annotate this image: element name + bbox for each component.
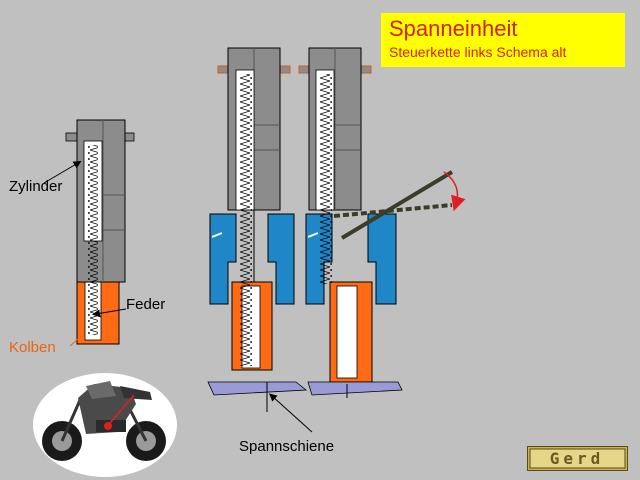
feder-leader — [92, 308, 127, 318]
tensioner-a-spring — [240, 74, 252, 366]
small-tensioner — [65, 119, 135, 345]
zylinder-leader — [43, 160, 82, 184]
tensioner-a-housing-right — [267, 213, 295, 305]
label-feder: Feder — [126, 296, 166, 313]
spannschiene-leader — [269, 393, 313, 433]
motorcycle-image — [33, 373, 177, 477]
tensioner-a-housing-left — [209, 213, 237, 305]
lever-dashed — [333, 203, 453, 218]
small-spring — [88, 145, 98, 335]
label-spannschiene: Spannschiene — [239, 438, 335, 455]
gerd-logo: Gerd — [527, 446, 628, 471]
label-zylinder: Zylinder — [9, 178, 63, 195]
title-box: Spanneinheit Steuerkette links Schema al… — [381, 13, 625, 67]
logo-text: Gerd — [550, 449, 605, 468]
tensioner-b — [298, 47, 397, 383]
diagram-title: Spanneinheit — [389, 16, 518, 41]
kolben-leader — [69, 338, 79, 347]
rail-right — [307, 381, 403, 396]
diagram-subtitle: Steuerkette links Schema alt — [389, 44, 567, 60]
pivot-arrow-icon — [443, 171, 466, 212]
tensioner-a — [209, 47, 295, 371]
tensioner-b-housing-right — [367, 213, 397, 305]
lever-solid — [340, 170, 454, 240]
rail-left — [207, 381, 308, 396]
tensioner-b-spring — [320, 74, 332, 284]
label-kolben: Kolben — [9, 339, 56, 356]
